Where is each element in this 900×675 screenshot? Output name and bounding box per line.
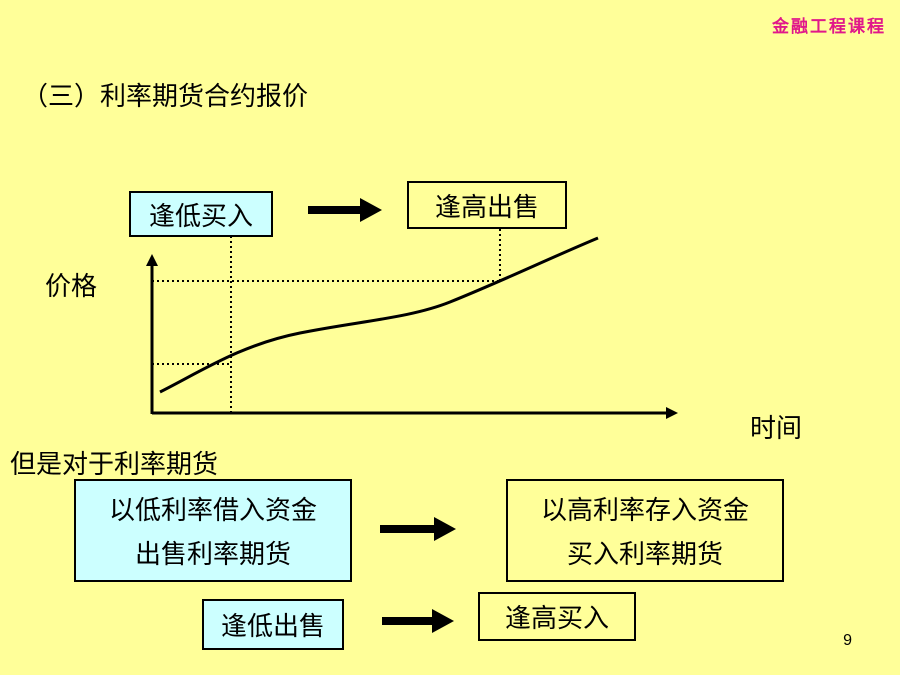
y-axis-arrow — [146, 254, 158, 266]
buy-high-label: 逢高买入 — [504, 604, 609, 634]
page-number: 9 — [843, 632, 852, 649]
right-strategy-line2: 买入利率期货 — [566, 539, 723, 570]
bottom-arrow — [382, 609, 454, 633]
x-axis-arrow — [666, 407, 678, 419]
course-header: 金融工程课程 — [772, 17, 886, 37]
sell-high-box: 逢高出售 — [407, 181, 567, 229]
section2-intro: 但是对于利率期货 — [10, 450, 219, 480]
left-strategy-line1: 以低利率借入资金 — [108, 496, 317, 527]
buy-low-label: 逢低买入 — [148, 201, 253, 232]
right-strategy-box: 以高利率存入资金 买入利率期货 — [506, 479, 784, 582]
y-axis-label: 价格 — [45, 272, 98, 302]
right-strategy-line1: 以高利率存入资金 — [540, 496, 749, 527]
sell-low-label: 逢低出售 — [220, 612, 325, 642]
buy-high-box: 逢高买入 — [478, 592, 636, 641]
buy-low-box: 逢低买入 — [129, 191, 273, 237]
slide-title: （三）利率期货合约报价 — [22, 82, 309, 112]
left-strategy-box: 以低利率借入资金 出售利率期货 — [74, 479, 352, 582]
sell-low-box: 逢低出售 — [202, 599, 344, 650]
x-axis-label: 时间 — [750, 414, 803, 444]
sell-high-label: 逢高出售 — [434, 192, 539, 223]
price-curve — [159, 236, 599, 394]
left-strategy-line2: 出售利率期货 — [134, 539, 291, 570]
top-arrow — [308, 198, 382, 222]
middle-arrow — [380, 517, 456, 541]
